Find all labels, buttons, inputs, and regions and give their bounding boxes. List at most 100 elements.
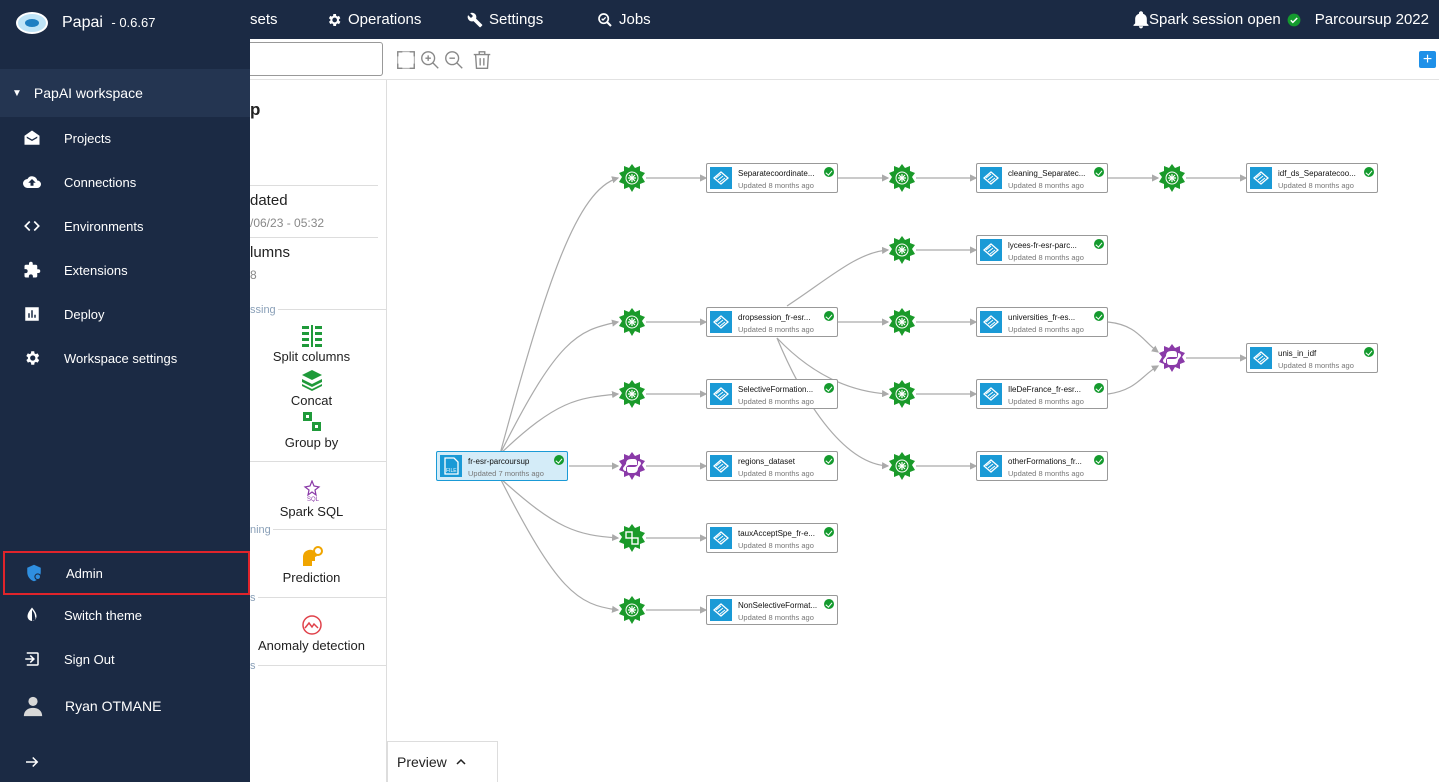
sidebar-item-deploy[interactable]: Deploy: [0, 292, 250, 336]
dataset-icon: [980, 239, 1002, 261]
dataset-node[interactable]: SelectiveFormation... Updated 8 months a…: [706, 379, 838, 409]
recipe-gear-icon[interactable]: [618, 163, 646, 193]
sidebar-item-admin[interactable]: Admin: [3, 551, 250, 595]
recipe-gear-icon[interactable]: [618, 307, 646, 337]
node-updated: Updated 7 months ago: [468, 469, 544, 478]
search-input[interactable]: [250, 42, 383, 76]
sidebar-item-projects[interactable]: Projects: [0, 116, 250, 160]
columns-label: lumns: [250, 244, 291, 261]
dataset-node[interactable]: otherFormations_fr... Updated 8 months a…: [976, 451, 1108, 481]
divider: [250, 185, 378, 186]
dataset-node[interactable]: tauxAcceptSpe_fr-e... Updated 8 months a…: [706, 523, 838, 553]
projects-icon: [24, 130, 40, 145]
workspace-selector[interactable]: ▼ PapAI workspace: [0, 69, 250, 117]
sidebar-item-label: Admin: [66, 565, 103, 581]
check-icon: [554, 455, 564, 465]
nav-settings[interactable]: Settings: [467, 0, 543, 39]
node-name: Separatecoordinate...: [738, 169, 815, 178]
user-avatar-icon: [23, 696, 43, 717]
sidebar-item-label: Connections: [64, 174, 137, 190]
project-name[interactable]: Parcoursup 2022: [1314, 11, 1429, 28]
brand[interactable]: Papai - 0.6.67: [16, 12, 155, 34]
recipe-gear-icon[interactable]: [888, 163, 916, 193]
dataset-node[interactable]: cleaning_Separatec... Updated 8 months a…: [976, 163, 1108, 193]
node-name: SelectiveFormation...: [738, 385, 814, 394]
preview-tab[interactable]: Preview: [387, 741, 498, 782]
puzzle-icon: [24, 261, 41, 278]
dataset-node[interactable]: dropsession_fr-esr... Updated 8 months a…: [706, 307, 838, 337]
node-updated: Updated 8 months ago: [738, 469, 814, 478]
sidebar-item-label: Workspace settings: [64, 350, 178, 366]
node-updated: Updated 8 months ago: [738, 325, 814, 334]
split-columns-icon: [301, 325, 322, 347]
code-icon: [24, 220, 40, 232]
node-name: IleDeFrance_fr-esr...: [1008, 385, 1081, 394]
dataset-icon: [710, 455, 732, 477]
node-updated: Updated 8 months ago: [738, 613, 814, 622]
dataset-node[interactable]: lycees-fr-esr-parc... Updated 8 months a…: [976, 235, 1108, 265]
dataset-icon: [710, 311, 732, 333]
sidebar-item-environments[interactable]: Environments: [0, 204, 250, 248]
check-circle-icon: [1287, 13, 1301, 26]
dataset-icon: [1250, 347, 1272, 369]
arrow-right-icon[interactable]: [23, 753, 41, 771]
recipe-gear-icon[interactable]: [618, 595, 646, 625]
dataset-node[interactable]: regions_dataset Updated 8 months ago: [706, 451, 838, 481]
bell-icon[interactable]: [1131, 10, 1151, 30]
recipe-python-icon[interactable]: [619, 452, 645, 480]
nav-operations-label: Operations: [348, 11, 422, 28]
tool-anomaly-detection[interactable]: Anomaly detection: [250, 614, 380, 653]
recipe-gear-icon[interactable]: [888, 307, 916, 337]
recipe-gear-icon[interactable]: [1158, 163, 1186, 193]
wrench-icon: [467, 12, 483, 27]
sidebar-item-extensions[interactable]: Extensions: [0, 248, 250, 292]
caret-down-icon: ▼: [12, 87, 22, 99]
sidebar-item-switch-theme[interactable]: Switch theme: [0, 593, 250, 637]
check-icon: [1094, 455, 1104, 465]
dataset-icon: [710, 167, 732, 189]
sidebar-item-label: Sign Out: [64, 651, 115, 667]
nav-operations[interactable]: Operations: [326, 0, 421, 39]
spark-status[interactable]: Spark session open: [1149, 11, 1301, 28]
sign-out-icon: [25, 652, 39, 666]
dataset-node[interactable]: IleDeFrance_fr-esr... Updated 8 months a…: [976, 379, 1108, 409]
recipe-gear-icon[interactable]: [888, 379, 916, 409]
tool-label: Anomaly detection: [258, 638, 365, 653]
dataset-node[interactable]: NonSelectiveFormat... Updated 8 months a…: [706, 595, 838, 625]
node-updated: Updated 8 months ago: [738, 181, 814, 190]
prediction-icon: [302, 546, 323, 566]
nav-datasets[interactable]: sets: [250, 0, 278, 39]
recipe-gear-icon[interactable]: [888, 451, 916, 481]
tool-label: Concat: [290, 393, 333, 408]
dataset-node[interactable]: Separatecoordinate... Updated 8 months a…: [706, 163, 838, 193]
node-name: cleaning_Separatec...: [1008, 169, 1086, 178]
zoom-out-icon[interactable]: [443, 49, 465, 71]
trash-icon[interactable]: [471, 49, 493, 71]
tool-concat[interactable]: Concat: [250, 369, 380, 408]
node-updated: Updated 8 months ago: [1008, 181, 1084, 190]
recipe-python-icon[interactable]: [1159, 344, 1185, 372]
sidebar-item-connections[interactable]: Connections: [0, 160, 250, 204]
tool-split-columns[interactable]: Split columns: [250, 325, 380, 364]
nav-jobs[interactable]: Jobs: [597, 0, 651, 39]
dataset-node[interactable]: universities_fr-es... Updated 8 months a…: [976, 307, 1108, 337]
dataset-node[interactable]: FILE fr-esr-parcoursup Updated 7 months …: [436, 451, 568, 481]
columns-value: 8: [250, 268, 257, 282]
node-updated: Updated 8 months ago: [738, 541, 814, 550]
fit-screen-icon[interactable]: [395, 49, 417, 71]
recipe-gear-icon[interactable]: [888, 235, 916, 265]
sidebar-item-workspace-settings[interactable]: Workspace settings: [0, 336, 250, 380]
zoom-in-icon[interactable]: [419, 49, 441, 71]
tool-prediction[interactable]: Prediction: [250, 546, 380, 585]
add-button[interactable]: +: [1419, 51, 1436, 68]
recipe-group-icon[interactable]: [618, 523, 646, 553]
recipe-gear-icon[interactable]: [618, 379, 646, 409]
tool-spark-sql[interactable]: SQL Spark SQL: [250, 480, 380, 519]
tool-group-by[interactable]: Group by: [250, 411, 380, 450]
dataset-node[interactable]: unis_in_idf Updated 8 months ago: [1246, 343, 1378, 373]
user-profile[interactable]: Ryan OTMANE: [0, 683, 250, 729]
flow-canvas[interactable]: FILE fr-esr-parcoursup Updated 7 months …: [387, 80, 1439, 782]
jobs-icon: [598, 12, 612, 27]
sidebar-item-sign-out[interactable]: Sign Out: [0, 637, 250, 681]
dataset-node[interactable]: idf_ds_Separatecoo... Updated 8 months a…: [1246, 163, 1378, 193]
